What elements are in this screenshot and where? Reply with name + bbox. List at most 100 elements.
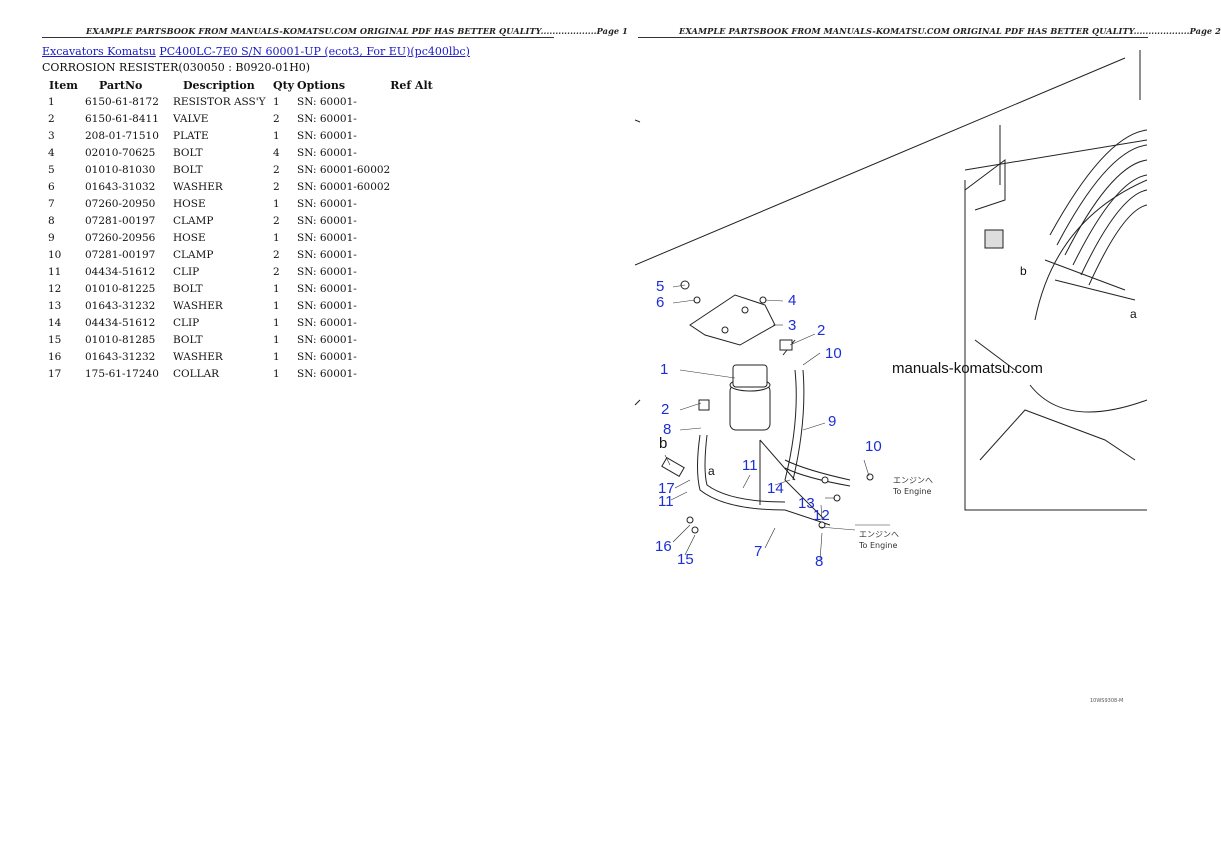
page-header: EXAMPLE PARTSBOOK FROM MANUALS-KOMATSU.C… [86, 26, 628, 36]
cell-partno: 07281-00197 [85, 214, 156, 227]
cell-ref-alt [390, 127, 433, 144]
cell-qty: 1 [273, 231, 280, 244]
cell-description: COLLAR [173, 367, 220, 380]
to-engine-jp-lower: エンジンへ [859, 530, 899, 539]
cell-options: SN: 60001- [297, 316, 357, 329]
callout-3[interactable]: 3 [788, 317, 796, 334]
cell-item: 4 [48, 146, 55, 159]
cell-partno: 04434-51612 [85, 265, 156, 278]
to-engine-jp-upper: エンジンへ [893, 476, 933, 485]
cell-options: SN: 60001- [297, 265, 357, 278]
cell-qty: 2 [273, 163, 280, 176]
callout-8b[interactable]: 8 [815, 553, 823, 570]
callout-11[interactable]: 11 [658, 493, 674, 510]
cell-partno: 01010-81225 [85, 282, 156, 295]
callout-16[interactable]: 16 [655, 538, 672, 555]
cell-ref-alt [390, 178, 433, 195]
callout-10[interactable]: 10 [825, 345, 842, 362]
cell-partno: 07260-20950 [85, 197, 156, 210]
cell-ref-alt [390, 195, 433, 212]
callout-11b[interactable]: 11 [742, 457, 758, 474]
cell-description: HOSE [173, 231, 206, 244]
header-rule [638, 37, 1148, 38]
callout-17[interactable]: 17 [658, 480, 675, 497]
cell-ref-alt [390, 229, 433, 246]
cell-ref-alt [390, 331, 433, 348]
cell-ref-alt [390, 263, 433, 280]
cell-description: HOSE [173, 197, 206, 210]
cell-qty: 1 [273, 299, 280, 312]
cell-qty: 2 [273, 112, 280, 125]
cell-partno: 07260-20956 [85, 231, 156, 244]
cell-description: WASHER [173, 299, 223, 312]
callout-15[interactable]: 15 [677, 551, 694, 568]
callout-8[interactable]: 8 [663, 421, 671, 438]
breadcrumb-category-link[interactable]: Excavators Komatsu [42, 45, 156, 58]
callout-6[interactable]: 6 [656, 294, 664, 311]
cell-qty: 1 [273, 367, 280, 380]
cell-ref-alt [390, 212, 433, 229]
radiator-frame-illustration [634, 50, 1148, 511]
cell-item: 9 [48, 231, 55, 244]
cell-item: 13 [48, 299, 62, 312]
cell-options: SN: 60001- [297, 333, 357, 346]
to-engine-upper: To Engine [892, 487, 931, 496]
callout-12[interactable]: 12 [813, 507, 830, 524]
breadcrumb: Excavators Komatsu PC400LC-7E0 S/N 60001… [42, 45, 470, 58]
cell-description: BOLT [173, 163, 203, 176]
cell-qty: 1 [273, 282, 280, 295]
cell-qty: 2 [273, 265, 280, 278]
callout-2[interactable]: 2 [817, 322, 825, 339]
cell-qty: 1 [273, 316, 280, 329]
cell-item: 17 [48, 367, 62, 380]
callout-4[interactable]: 4 [788, 292, 796, 309]
callout-9[interactable]: 9 [828, 413, 836, 430]
cell-description: BOLT [173, 333, 203, 346]
cell-qty: 2 [273, 248, 280, 261]
cell-ref-alt [390, 280, 433, 297]
cell-item: 8 [48, 214, 55, 227]
column-header-options: Options [297, 78, 346, 92]
cell-item: 16 [48, 350, 62, 363]
table-row: 9 07260-20956 HOSE 1 SN: 60001- [42, 229, 433, 246]
cell-description: WASHER [173, 350, 223, 363]
cell-description: VALVE [173, 112, 209, 125]
parts-diagram: 5 6 4 3 2 10 1 2 8 9 10 b 17 11 11 a 14 … [634, 50, 1148, 704]
breadcrumb-model-link[interactable]: PC400LC-7E0 S/N 60001-UP (ecot3, For EU)… [159, 45, 470, 58]
cell-partno: 01010-81030 [85, 163, 156, 176]
cell-partno: 01010-81285 [85, 333, 156, 346]
cell-qty: 1 [273, 95, 280, 108]
cell-options: SN: 60001- [297, 95, 357, 108]
callout-14[interactable]: 14 [767, 480, 784, 497]
callout-1[interactable]: 1 [660, 361, 668, 378]
cell-item: 15 [48, 333, 62, 346]
column-header-partno: PartNo [99, 78, 143, 92]
cell-qty: 2 [273, 214, 280, 227]
cell-options: SN: 60001- [297, 112, 357, 125]
callout-7[interactable]: 7 [754, 543, 762, 560]
column-header-description: Description [183, 78, 255, 92]
cell-description: CLAMP [173, 248, 214, 261]
cell-description: CLIP [173, 265, 200, 278]
cell-ref-alt [390, 161, 433, 178]
cell-options: SN: 60001- [297, 299, 357, 312]
cell-ref-alt [390, 93, 433, 110]
callout-13[interactable]: 13 [798, 495, 815, 512]
cell-options: SN: 60001- [297, 231, 357, 244]
cell-partno: 208-01-71510 [85, 129, 159, 142]
cell-partno: 01643-31032 [85, 180, 156, 193]
cell-description: BOLT [173, 282, 203, 295]
callout-2b[interactable]: 2 [661, 401, 669, 418]
callout-10b[interactable]: 10 [865, 438, 882, 455]
cell-options: SN: 60001- [297, 248, 357, 261]
cell-item: 1 [48, 95, 55, 108]
cell-ref-alt [390, 246, 433, 263]
callout-5[interactable]: 5 [656, 278, 664, 295]
cell-item: 2 [48, 112, 55, 125]
